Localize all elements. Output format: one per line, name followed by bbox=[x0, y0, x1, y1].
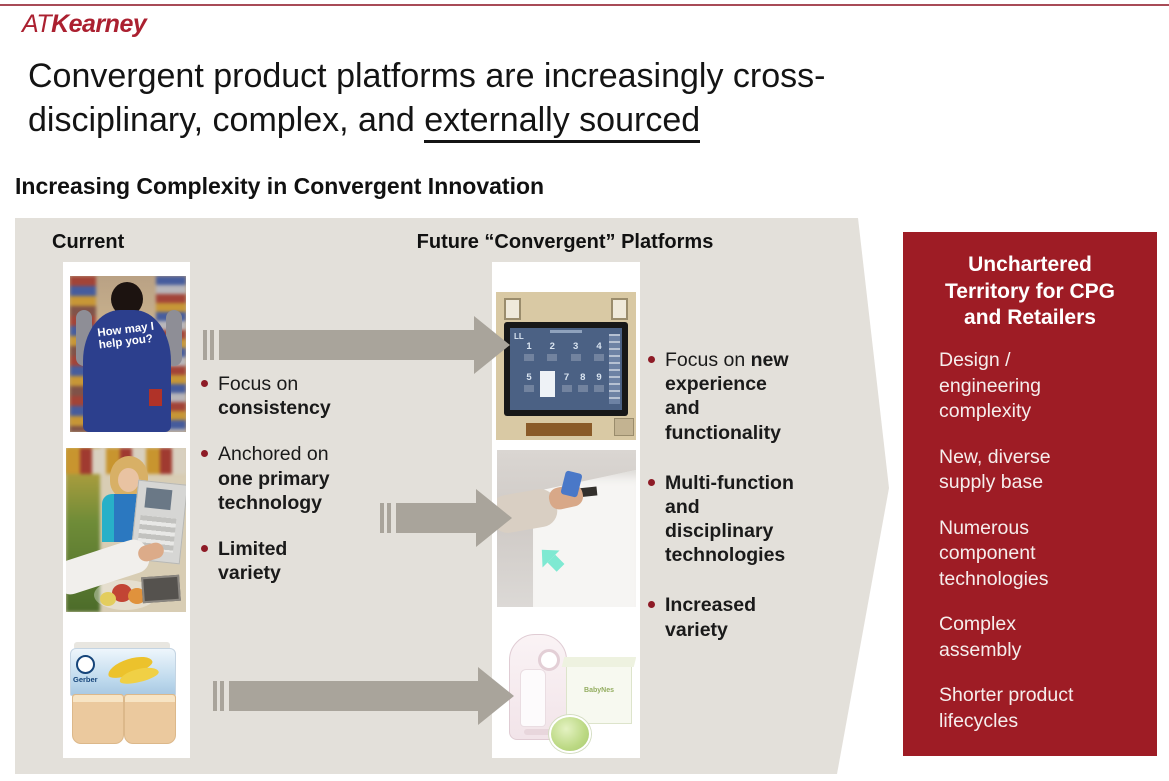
cashier-face bbox=[118, 468, 139, 492]
bullet-text-bold: new experience and functionality bbox=[665, 349, 789, 444]
logo-at: AT bbox=[22, 10, 52, 38]
arrow-shaft bbox=[396, 503, 476, 533]
bullet-item: Focus on consistency bbox=[199, 372, 349, 420]
bullet-item: Focus on new experience and functionalit… bbox=[646, 348, 798, 445]
callout-item: Numerous component technologies bbox=[939, 516, 1049, 591]
tv-number: 4 bbox=[594, 341, 604, 361]
arrow-shaft bbox=[229, 681, 478, 711]
current-bullet-list: Focus on consistency Anchored on one pri… bbox=[199, 372, 349, 607]
top-divider bbox=[0, 4, 1169, 6]
tv-number: 5 bbox=[524, 372, 534, 392]
title-underlined-phrase: externally sourced bbox=[424, 101, 701, 144]
card-reader bbox=[141, 574, 181, 604]
arrow-shaft bbox=[219, 330, 474, 360]
bullet-item: Limited variety bbox=[199, 537, 349, 585]
unchartered-territory-callout: Unchartered Territory for CPG and Retail… bbox=[903, 232, 1157, 756]
logo-kearney: Kearney bbox=[51, 10, 147, 38]
bullet-text-bold: one primary technology bbox=[218, 467, 330, 514]
arrow-tail-stripe bbox=[203, 330, 207, 360]
bullet-text-bold: consistency bbox=[218, 397, 331, 420]
arrow-head bbox=[476, 489, 512, 547]
callout-item: Shorter product lifecycles bbox=[939, 684, 1074, 733]
callout-item: Design / engineering complexity bbox=[939, 348, 1041, 423]
worker-vest bbox=[83, 310, 171, 432]
future-column-header: Future “Convergent” Platforms bbox=[416, 231, 714, 253]
machine-dial bbox=[538, 649, 560, 671]
capsule-box: BabyNes bbox=[566, 664, 632, 724]
package-label: Gerber bbox=[70, 648, 176, 696]
tv-set: LL 1 2 3 4 5 7 8 9 bbox=[504, 322, 628, 416]
flow-arrow bbox=[213, 667, 514, 725]
sale-sign bbox=[149, 389, 162, 406]
baby-food-photo: Gerber bbox=[64, 634, 188, 754]
wall-frame bbox=[611, 298, 628, 320]
future-bullet-list: Focus on new experience and functionalit… bbox=[646, 348, 798, 668]
tv-number: 2 bbox=[547, 341, 557, 361]
package-top bbox=[74, 642, 170, 650]
atkearney-logo: ATKearney bbox=[22, 10, 147, 39]
callout-item-list: Design / engineering complexity New, div… bbox=[939, 348, 1097, 735]
arrow-tail-stripe bbox=[210, 330, 214, 360]
register-screen bbox=[144, 487, 173, 511]
food-tub bbox=[72, 694, 124, 744]
checkout-cashier-photo bbox=[66, 448, 186, 612]
callout-title: Unchartered Territory for CPG and Retail… bbox=[945, 253, 1115, 330]
arrow-head bbox=[474, 316, 510, 374]
flow-arrow bbox=[203, 316, 510, 374]
flow-arrow bbox=[380, 489, 512, 547]
arrow-head bbox=[478, 667, 514, 725]
title-line2: disciplinary, complex, and bbox=[28, 101, 425, 140]
gerber-logo-icon bbox=[76, 655, 95, 674]
tap-kiosk-photo bbox=[497, 450, 636, 607]
formula-machine-photo: BabyNes bbox=[497, 620, 636, 755]
tv-number: 9 bbox=[594, 372, 604, 392]
fruit bbox=[112, 584, 132, 602]
wall-frame bbox=[614, 418, 634, 436]
bullet-item: Multi-function and disciplinary technolo… bbox=[646, 471, 798, 568]
tv-model-figure bbox=[540, 371, 556, 397]
gerber-brand: Gerber bbox=[73, 675, 98, 684]
bullet-text-bold: Limited variety bbox=[218, 537, 288, 585]
tv-number-row: 5 7 8 9 bbox=[524, 371, 604, 397]
tv-titlebar bbox=[550, 330, 582, 333]
current-column-header: Current bbox=[52, 231, 125, 253]
callout-item: New, diverse supply base bbox=[939, 445, 1051, 494]
bullet-item: Increased variety bbox=[646, 593, 798, 641]
tv-side-panel bbox=[609, 334, 620, 404]
capsule-pod bbox=[549, 715, 591, 753]
title-line1: Convergent product platforms are increas… bbox=[28, 57, 826, 95]
tv-number: 7 bbox=[562, 372, 572, 392]
slide-title: Convergent product platforms are increas… bbox=[28, 54, 988, 144]
bullet-text: Focus on bbox=[218, 373, 299, 395]
store-associate-photo: How may I help you? bbox=[70, 276, 186, 432]
tv-number: 1 bbox=[524, 341, 534, 361]
digital-screen-photo: LL 1 2 3 4 5 7 8 9 bbox=[496, 292, 636, 440]
tv-number: 8 bbox=[578, 372, 588, 392]
callout-item: Complex assembly bbox=[939, 613, 1022, 662]
bullet-text: Focus on bbox=[665, 349, 751, 371]
fruit bbox=[100, 592, 116, 606]
arrow-tail-stripe bbox=[213, 681, 217, 711]
capsule-brand: BabyNes bbox=[584, 687, 614, 694]
wall-frame bbox=[504, 298, 521, 320]
wood-console bbox=[526, 423, 592, 436]
machine-bottle bbox=[520, 669, 546, 727]
machine-base bbox=[524, 729, 552, 735]
bullet-text-bold: Increased variety bbox=[665, 594, 757, 641]
arrow-tail-stripe bbox=[380, 503, 384, 533]
tv-screen: LL 1 2 3 4 5 7 8 9 bbox=[510, 328, 622, 410]
tv-number-row: 1 2 3 4 bbox=[524, 341, 604, 361]
section-header: Increasing Complexity in Convergent Inno… bbox=[15, 173, 545, 199]
tv-corner-label: LL bbox=[514, 332, 524, 341]
arrow-tail-stripe bbox=[387, 503, 391, 533]
bullet-text: Anchored on bbox=[218, 443, 329, 466]
bullet-text-bold: Multi-function and disciplinary technolo… bbox=[665, 471, 794, 567]
food-tub bbox=[124, 694, 176, 744]
bullet-item: Anchored on one primary technology bbox=[199, 442, 349, 515]
tv-number: 3 bbox=[571, 341, 581, 361]
arrow-tail-stripe bbox=[220, 681, 224, 711]
